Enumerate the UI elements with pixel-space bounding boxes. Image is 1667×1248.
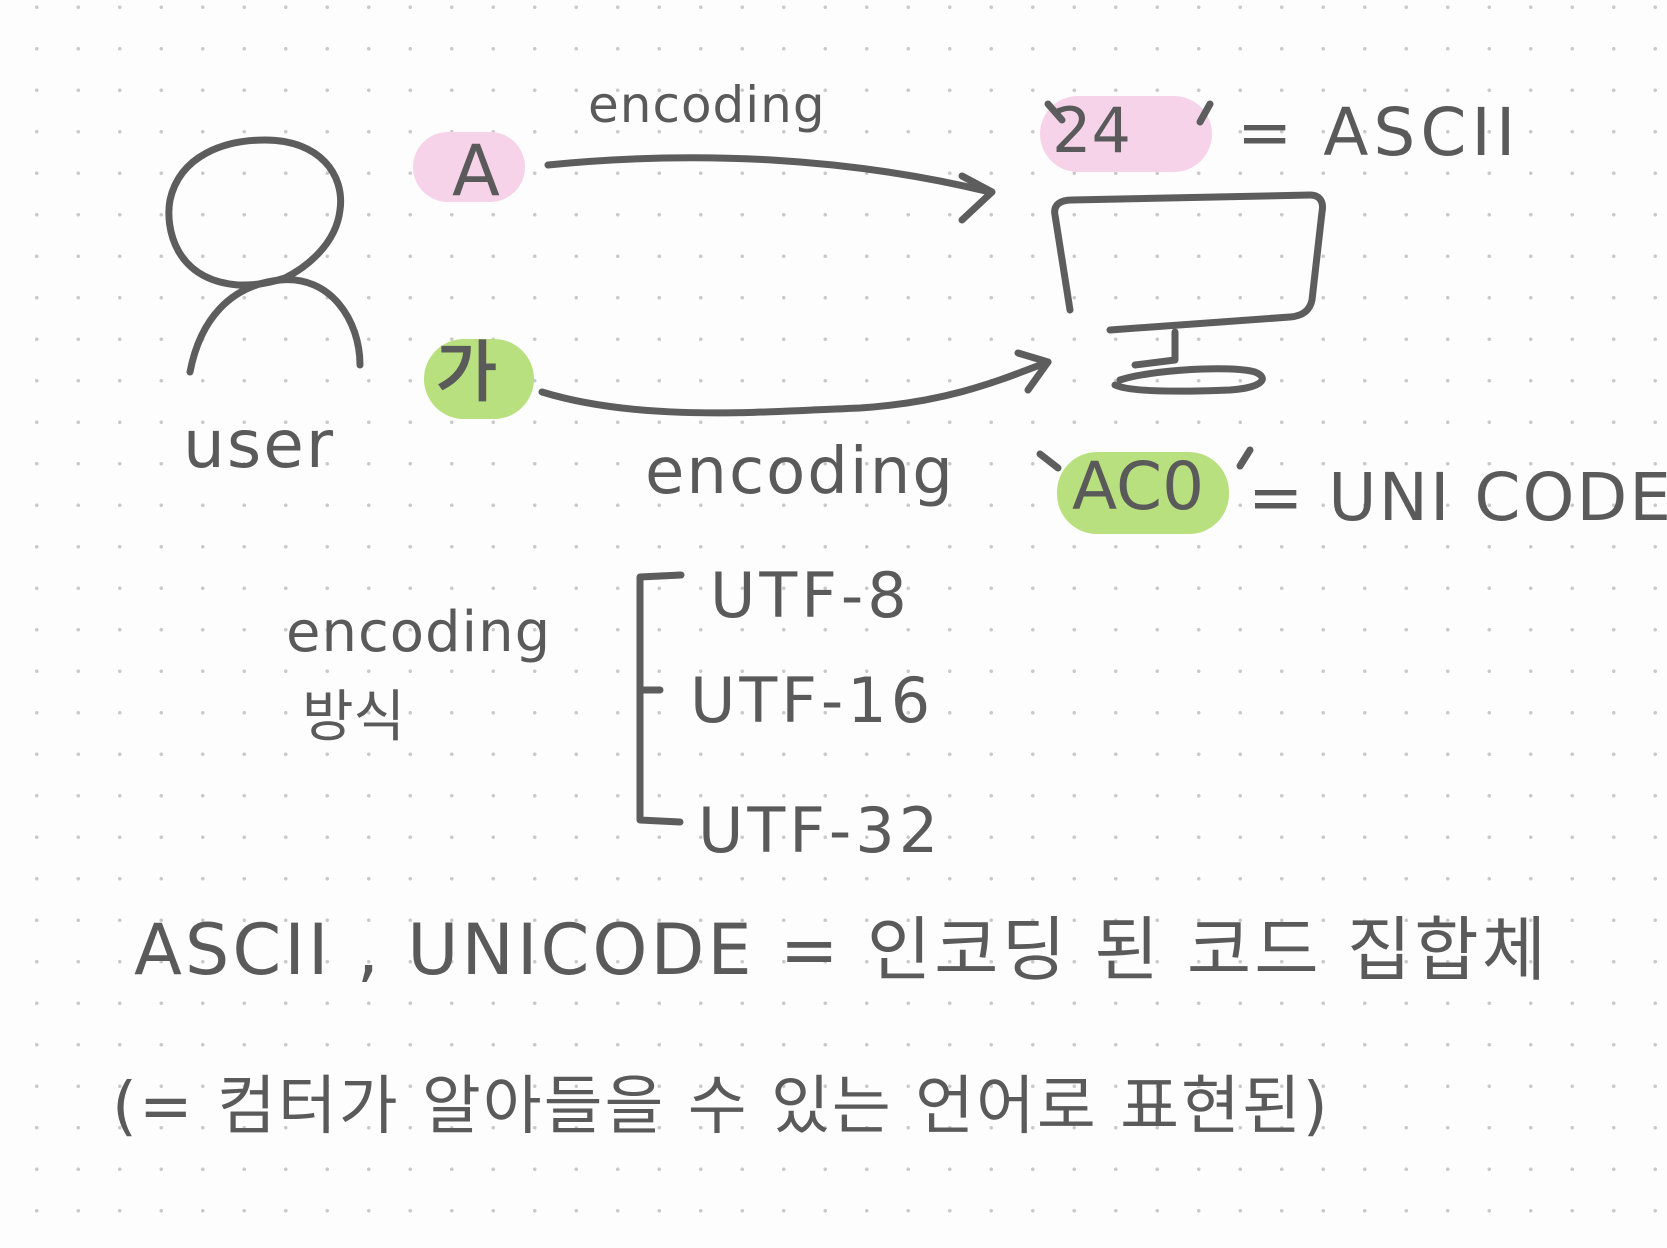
quote-marks — [1036, 100, 1254, 472]
arrow-top-label: encoding — [588, 76, 826, 134]
char-a: A — [452, 130, 500, 212]
unicode-label: UNI CODE — [1328, 459, 1667, 536]
code-24: 24 — [1052, 94, 1131, 167]
arrow-top — [544, 154, 996, 224]
code-ac0-highlight — [1057, 452, 1229, 534]
ascii-equation: = ASCII — [1237, 94, 1521, 171]
code-ac0: AC0 — [1072, 448, 1205, 525]
encoding-method-label-line1: encoding — [286, 600, 552, 665]
user-icon — [165, 136, 364, 376]
ascii-label: ASCII — [1323, 94, 1521, 171]
method-utf16: UTF-16 — [690, 664, 935, 737]
arrow-bottom-label: encoding — [645, 435, 955, 509]
method-utf32: UTF-32 — [698, 794, 943, 867]
char-a-highlight — [413, 132, 525, 202]
utf-bracket — [636, 571, 685, 826]
user-label: user — [183, 406, 335, 483]
char-ga-highlight — [424, 339, 534, 419]
arrow-bottom — [538, 349, 1052, 417]
code-24-highlight — [1040, 96, 1212, 172]
summary-line-1: ASCII , UNICODE = 인코딩 된 코드 집합체 — [134, 909, 1550, 991]
summary-line-2: (= 컴터가 알아들을 수 있는 언어로 표현된) — [112, 1070, 1330, 1144]
method-utf8: UTF-8 — [710, 559, 911, 632]
monitor-icon — [1051, 191, 1326, 395]
encoding-method-label-line2: 방식 — [302, 685, 406, 750]
char-ga: 가 — [436, 334, 497, 411]
unicode-equation: = UNI CODE — [1248, 465, 1667, 531]
